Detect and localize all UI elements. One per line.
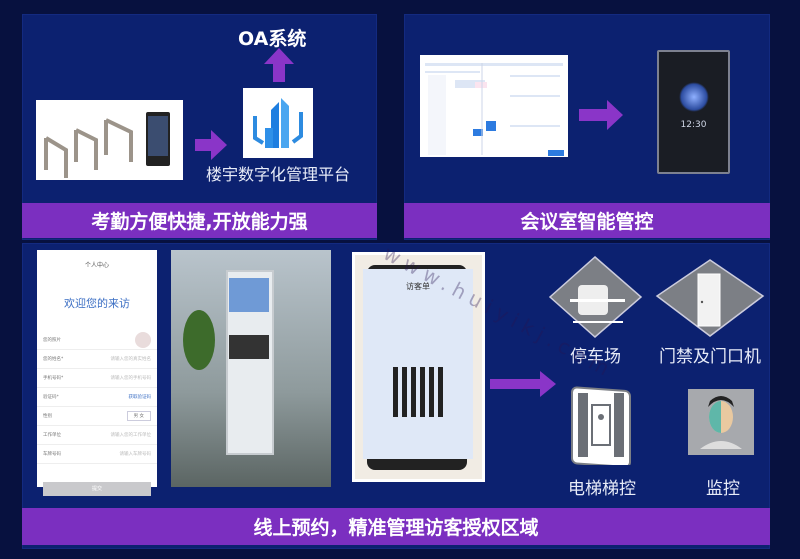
- visitor-registration-phone: 个人中心 欢迎您的来访 您的照片 您的姓名*请输入您的真实姓名 手机号码*请输入…: [37, 250, 157, 496]
- right-arrow-icon: [195, 130, 227, 160]
- visitor-band: 线上预约，精准管理访客授权区域: [22, 508, 770, 545]
- door-icon: [655, 259, 765, 337]
- device-time: 12:30: [680, 120, 707, 130]
- qr-code: [393, 367, 443, 417]
- up-arrow-icon: [264, 48, 294, 82]
- face-scan-icon: [679, 82, 709, 112]
- form-field-code[interactable]: 验证码*获取验证码: [37, 388, 157, 407]
- visitor-ticket-photo: 访客单: [352, 252, 485, 482]
- meeting-band: 会议室智能管控: [404, 203, 770, 238]
- kiosk-screen-lower: [229, 335, 269, 359]
- avatar: [135, 332, 151, 348]
- parking-label: 停车场: [570, 347, 621, 367]
- attendance-band: 考勤方便快捷,开放能力强: [22, 203, 377, 238]
- form-field-company[interactable]: 工作单位请输入您的工作单位: [37, 426, 157, 445]
- elevator-icon: [571, 386, 631, 465]
- face-monitor-icon: [688, 389, 754, 455]
- face-terminal-device: 12:30: [657, 50, 730, 174]
- monitor-label: 监控: [706, 479, 740, 499]
- platform-label: 楼宇数字化管理平台: [205, 165, 350, 184]
- form-field-gender[interactable]: 性别男 女: [37, 407, 157, 426]
- plant: [183, 310, 215, 370]
- form-field-phone[interactable]: 手机号码*请输入您的手机号码: [37, 369, 157, 388]
- form-field-photo[interactable]: 您的照片: [37, 331, 157, 350]
- platform-logo: [243, 88, 313, 158]
- meeting-schedule-screenshot: [420, 55, 568, 157]
- oa-system-label: OA系统: [238, 28, 307, 50]
- kiosk-screen: [229, 278, 269, 312]
- door-access-label: 门禁及门口机: [659, 347, 761, 367]
- right-arrow-icon: [490, 371, 556, 397]
- form-field-plate[interactable]: 车牌号码请输入车牌号码: [37, 445, 157, 464]
- welcome-text: 欢迎您的来访: [64, 297, 130, 310]
- right-arrow-icon: [579, 100, 623, 130]
- visitor-kiosk-photo: [171, 250, 331, 487]
- phone-title: 个人中心: [84, 262, 109, 269]
- ticket-title: 访客单: [406, 282, 430, 291]
- form-field-name[interactable]: 您的姓名*请输入您的真实姓名: [37, 350, 157, 369]
- elevator-label: 电梯梯控: [568, 479, 636, 499]
- parking-barrier-icon: [548, 256, 643, 338]
- submit-button[interactable]: 提交: [43, 482, 151, 496]
- ticket: 访客单: [363, 269, 473, 459]
- turnstile-image: [36, 100, 183, 180]
